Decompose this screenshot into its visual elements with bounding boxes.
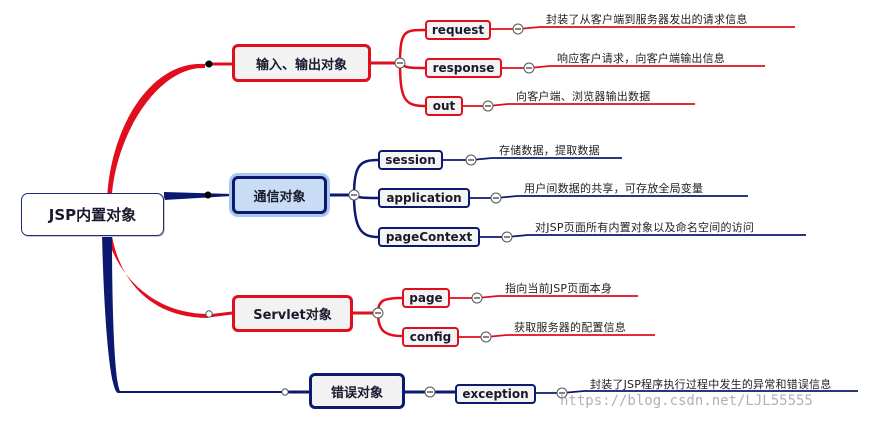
desc-out: 向客户端、浏览器输出数据 (516, 90, 651, 103)
desc-exception: 封装了JSP程序执行过程中发生的异常和错误信息 (590, 378, 832, 391)
root-node[interactable]: JSP内置对象 (21, 193, 164, 236)
desc-application: 用户间数据的共享，可存放全局变量 (524, 182, 704, 195)
leaf-config[interactable]: config (402, 327, 459, 347)
leaf-pagecontext[interactable]: pageContext (378, 227, 480, 247)
leaf-response[interactable]: response (425, 58, 502, 78)
desc-pagecontext: 对JSP页面所有内置对象以及命名空间的访问 (535, 221, 755, 234)
desc-session: 存储数据，提取数据 (499, 144, 600, 157)
leaf-out[interactable]: out (425, 96, 463, 116)
desc-page: 指向当前JSP页面本身 (505, 282, 613, 295)
watermark-text: https://blog.csdn.net/LJL55555 (560, 393, 813, 409)
leaf-page[interactable]: page (402, 288, 450, 308)
desc-config: 获取服务器的配置信息 (514, 321, 626, 334)
leaf-application[interactable]: application (378, 188, 470, 208)
desc-request: 封装了从客户端到服务器发出的请求信息 (546, 13, 748, 26)
leaf-exception[interactable]: exception (455, 384, 536, 404)
topic-io-objects[interactable]: 输入、输出对象 (232, 44, 371, 82)
topic-servlet-objects[interactable]: Servlet对象 (232, 295, 353, 332)
topic-error-objects[interactable]: 错误对象 (309, 373, 405, 409)
desc-response: 响应客户请求，向客户端输出信息 (557, 52, 725, 65)
leaf-request[interactable]: request (425, 20, 491, 40)
topic-communication-objects[interactable]: 通信对象 (232, 176, 327, 214)
leaf-session[interactable]: session (378, 150, 443, 170)
